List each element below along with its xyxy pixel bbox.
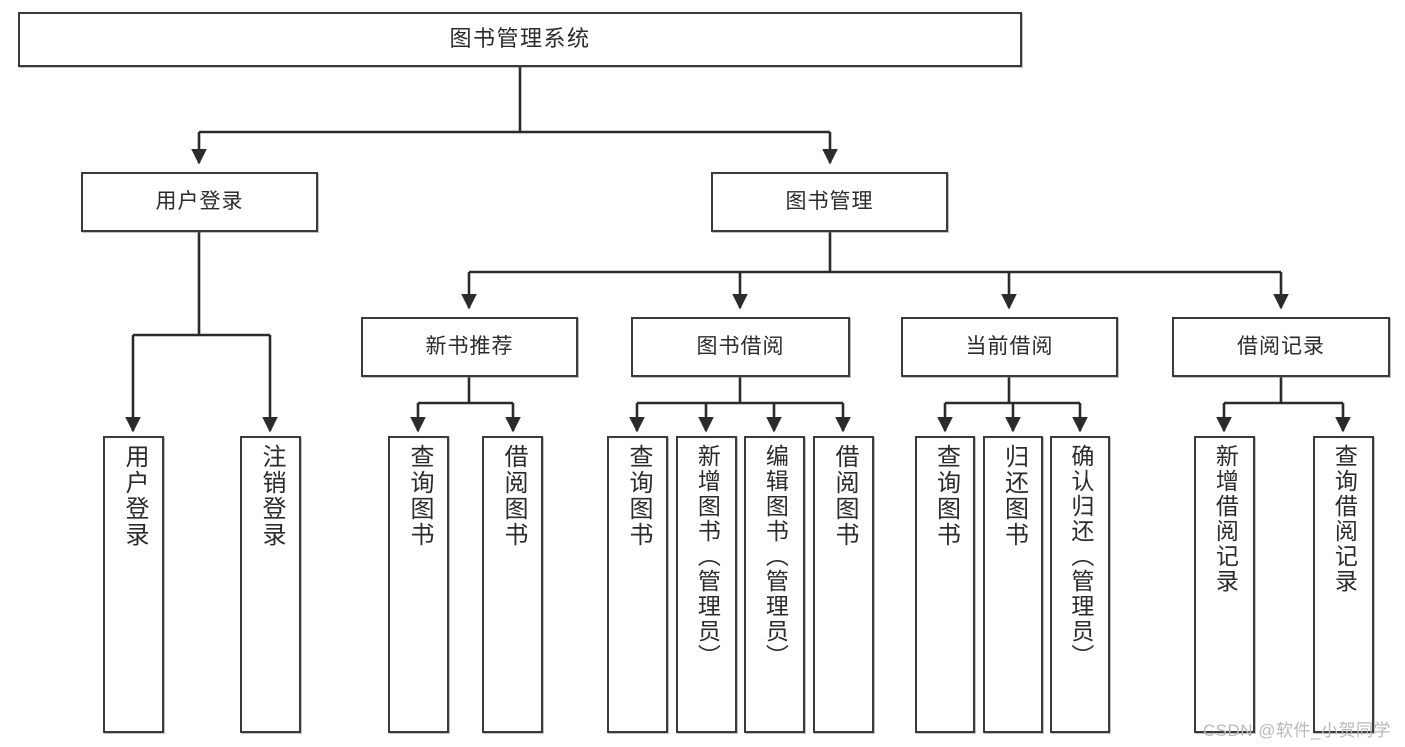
node-current-borrow[interactable]: 当前借阅: [901, 317, 1118, 377]
node-label: 用户登录: [155, 190, 244, 214]
node-label: 当前借阅: [965, 335, 1054, 359]
node-borrow-record[interactable]: 借阅记录: [1172, 317, 1390, 377]
node-label: 新增图书（管理员）: [694, 444, 721, 669]
node-new-book-recommend[interactable]: 新书推荐: [361, 317, 578, 377]
leaf-return-book[interactable]: 归还图书: [983, 436, 1043, 733]
node-user-login[interactable]: 用户登录: [81, 172, 318, 232]
node-label: 借阅图书: [830, 444, 858, 548]
leaf-query-book-current[interactable]: 查询图书: [915, 436, 975, 733]
leaf-add-book-admin[interactable]: 新增图书（管理员）: [676, 436, 737, 733]
leaf-query-borrow-record[interactable]: 查询借阅记录: [1313, 436, 1374, 733]
node-label: 借阅记录: [1237, 335, 1325, 359]
node-label: 注销登录: [257, 444, 285, 548]
node-label: 用户登录: [120, 444, 148, 548]
node-label: 图书管理系统: [449, 26, 591, 52]
node-label: 编辑图书（管理员）: [762, 444, 789, 669]
leaf-add-borrow-record[interactable]: 新增借阅记录: [1194, 436, 1255, 733]
leaf-user-login[interactable]: 用户登录: [103, 436, 164, 733]
node-label: 图书管理: [785, 190, 874, 214]
node-book-management[interactable]: 图书管理: [711, 172, 948, 232]
node-label: 新增借阅记录: [1212, 444, 1239, 594]
node-label: 查询图书: [932, 444, 960, 548]
node-label: 查询借阅记录: [1331, 444, 1358, 594]
node-label: 归还图书: [1000, 444, 1028, 548]
leaf-edit-book-admin[interactable]: 编辑图书（管理员）: [744, 436, 805, 733]
leaf-confirm-return-admin[interactable]: 确认归还（管理员）: [1050, 436, 1110, 733]
node-book-management-system[interactable]: 图书管理系统: [18, 12, 1022, 67]
leaf-borrow-book-recommend[interactable]: 借阅图书: [482, 436, 543, 733]
node-label: 新书推荐: [425, 335, 514, 359]
node-label: 确认归还（管理员）: [1067, 444, 1094, 669]
csdn-watermark: CSDN @软件_小贺同学: [1202, 721, 1391, 740]
node-label: 查询图书: [624, 444, 652, 548]
node-label: 借阅图书: [499, 444, 527, 548]
leaf-borrow-book[interactable]: 借阅图书: [813, 436, 874, 733]
node-label: 图书借阅: [696, 335, 785, 359]
leaf-logout[interactable]: 注销登录: [240, 436, 301, 733]
leaf-query-book-borrow[interactable]: 查询图书: [607, 436, 668, 733]
leaf-query-book-recommend[interactable]: 查询图书: [388, 436, 449, 733]
node-label: 查询图书: [405, 444, 433, 548]
node-book-borrow[interactable]: 图书借阅: [631, 317, 850, 377]
